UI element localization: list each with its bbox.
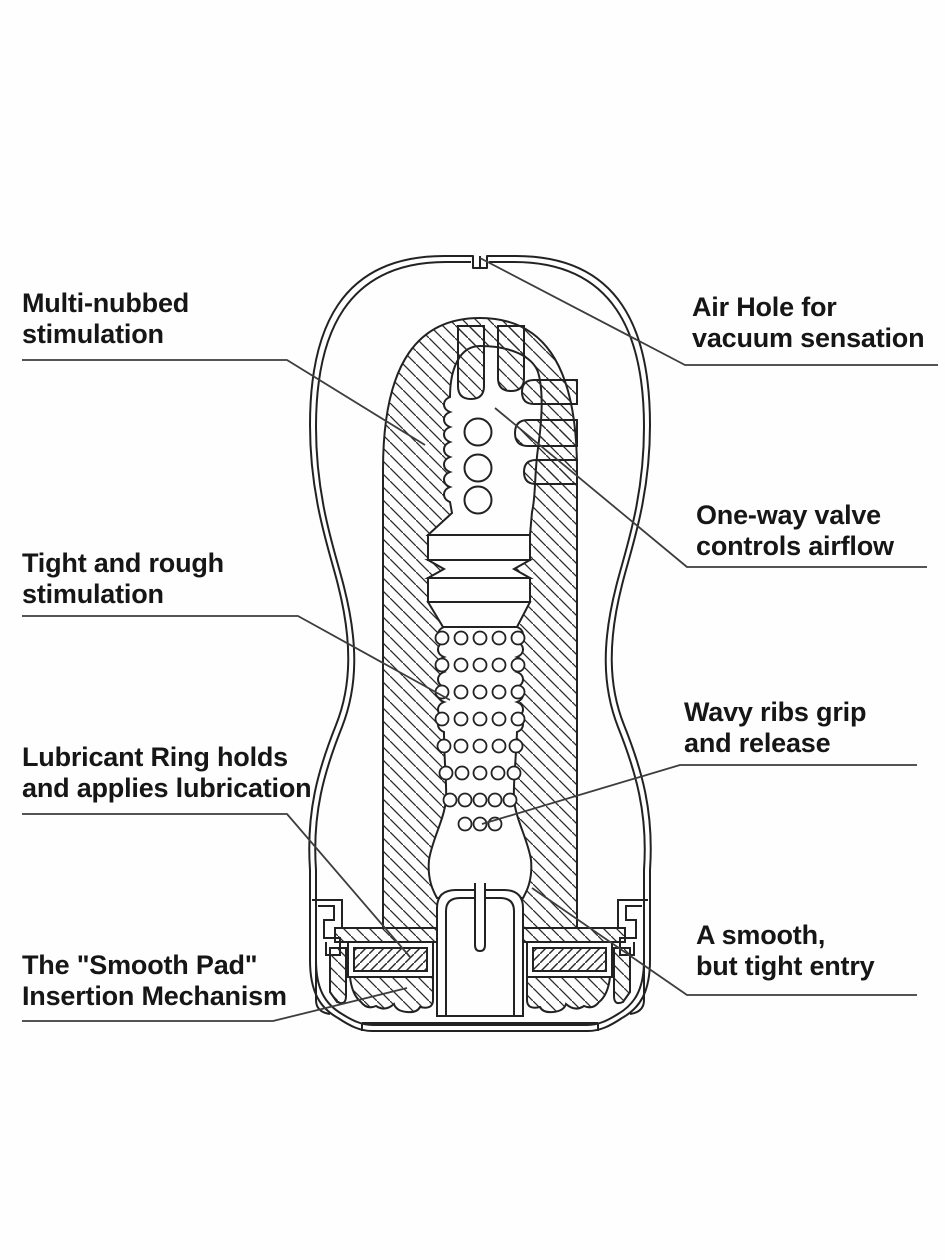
label-tight-rough: Tight and rough stimulation <box>22 548 224 610</box>
label-lubricant-ring-line1: Lubricant Ring holds <box>22 742 288 772</box>
label-entry-line1: A smooth, <box>696 920 826 950</box>
label-air-hole: Air Hole for vacuum sensation <box>692 292 925 354</box>
valve-finger <box>497 325 525 393</box>
valve-and-nub-channel <box>425 325 578 536</box>
label-smooth-pad-line1: The "Smooth Pad" <box>22 950 258 980</box>
label-air-hole-line1: Air Hole for <box>692 292 837 322</box>
leader-tight-rough <box>22 615 451 701</box>
side-cap-left <box>312 899 347 1015</box>
label-entry-line2: but tight entry <box>696 951 875 981</box>
valve-tooth <box>522 459 578 485</box>
label-smooth-pad: The "Smooth Pad" Insertion Mechanism <box>22 950 287 1012</box>
label-wavy-ribs-line1: Wavy ribs grip <box>684 697 867 727</box>
rib-bands <box>424 534 534 628</box>
nub-dot-channel <box>427 626 533 899</box>
leader-wavy-ribs <box>481 764 917 825</box>
label-one-way-valve-line2: controls airflow <box>696 531 894 561</box>
label-one-way-valve: One-way valve controls airflow <box>696 500 894 562</box>
label-lubricant-ring: Lubricant Ring holds and applies lubrica… <box>22 742 312 804</box>
entry-channel <box>436 883 524 1017</box>
side-cap-right <box>613 899 648 1015</box>
label-multi-nubbed-line2: stimulation <box>22 319 164 349</box>
valve-hole <box>463 453 493 483</box>
label-wavy-ribs-line2: and release <box>684 728 831 758</box>
label-one-way-valve-line1: One-way valve <box>696 500 882 530</box>
label-tight-rough-line1: Tight and rough <box>22 548 224 578</box>
smooth-pad <box>348 976 612 1014</box>
lubricant-ring <box>347 941 613 978</box>
label-multi-nubbed-line1: Multi-nubbed <box>22 288 190 318</box>
label-air-hole-line2: vacuum sensation <box>692 323 925 353</box>
label-smooth-pad-line2: Insertion Mechanism <box>22 981 287 1011</box>
valve-tooth <box>520 379 578 405</box>
label-entry: A smooth, but tight entry <box>696 920 875 982</box>
valve-finger <box>457 325 485 401</box>
label-wavy-ribs: Wavy ribs grip and release <box>684 697 866 759</box>
entry-slit <box>474 883 486 953</box>
leader-one-way-valve <box>494 407 927 568</box>
leader-air-hole <box>479 257 938 366</box>
stimulation-dots <box>434 630 526 832</box>
outer-shell <box>308 255 652 1032</box>
leader-lines <box>22 257 938 1022</box>
leader-entry <box>531 887 917 996</box>
valve-hole <box>463 417 493 447</box>
label-multi-nubbed: Multi-nubbed stimulation <box>22 288 189 350</box>
leader-multi-nubbed <box>22 359 426 446</box>
leader-smooth-pad <box>22 987 408 1022</box>
label-tight-rough-line2: stimulation <box>22 579 164 609</box>
valve-hole <box>463 485 493 515</box>
valve-tooth <box>513 419 578 447</box>
leader-lubricant-ring <box>22 813 411 958</box>
label-lubricant-ring-line2: and applies lubrication <box>22 773 312 803</box>
